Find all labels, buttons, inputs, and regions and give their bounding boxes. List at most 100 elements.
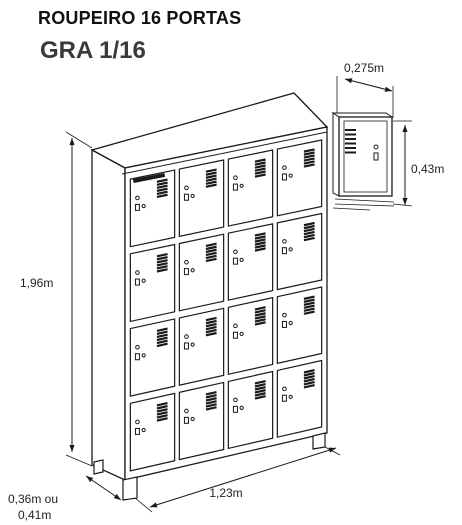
lock-cylinder: [190, 416, 195, 422]
depth-dimension: [85, 475, 122, 501]
cabinet-front: [124, 126, 328, 481]
vent-slot: [254, 232, 266, 237]
arrowhead: [69, 138, 75, 145]
locker-door: [129, 243, 176, 323]
vent-slot: [303, 298, 315, 303]
detail-lock-hole: [373, 144, 379, 150]
vent-slot: [303, 384, 315, 389]
lock-cylinder: [239, 405, 244, 410]
door-handle: [183, 416, 189, 424]
vent-slot: [303, 381, 315, 386]
vent-slot: [205, 177, 217, 182]
foot-back-left: [93, 459, 104, 475]
vent-slot: [303, 236, 315, 242]
detail-door-frame: [343, 120, 388, 193]
lock-cylinder: [190, 193, 195, 199]
lock-hole: [282, 386, 287, 392]
door-handle: [183, 268, 189, 276]
vent-slot: [156, 411, 168, 416]
locker-door: [227, 370, 274, 450]
lock-cylinder: [141, 203, 146, 209]
vent-slot: [156, 181, 168, 186]
door-panel: [276, 139, 323, 217]
vent-slot: [254, 235, 266, 240]
arrowhead: [69, 445, 75, 452]
locker-door: [178, 159, 225, 238]
foot-front-left: [122, 476, 138, 501]
model-code: GRA 1/16: [40, 37, 146, 64]
vent-slot: [303, 307, 315, 312]
vent-slot: [205, 242, 217, 248]
detail-shelf: [334, 198, 395, 203]
arrowhead: [384, 86, 392, 92]
door-panel: [276, 286, 323, 365]
lock-hole: [135, 270, 140, 275]
arrowhead: [150, 502, 158, 508]
detail-shelf-2: [334, 203, 395, 207]
vent-slot: [156, 268, 168, 273]
vent-slot: [254, 164, 266, 169]
door-panel: [129, 243, 176, 323]
door-panel: [227, 223, 274, 301]
vent-slot: [156, 178, 168, 183]
vent-slot: [205, 394, 217, 399]
locker-door: [129, 392, 176, 472]
door-panel: [129, 318, 176, 397]
door-height-ext-bottom: [392, 203, 413, 207]
vent-slot: [205, 328, 217, 334]
vent-slot: [303, 295, 315, 300]
door-handle: [281, 173, 287, 181]
vent-slot: [254, 158, 266, 163]
lock-hole: [282, 239, 287, 244]
lock-cylinder: [288, 247, 293, 252]
dimension-lines: [65, 76, 413, 513]
locker-door: [178, 381, 225, 461]
vent-slot: [303, 148, 315, 153]
width-label: 1,23m: [209, 486, 242, 500]
depth-dimension-line: [85, 475, 122, 501]
door-panel: [276, 359, 323, 438]
vent-slot: [254, 392, 266, 397]
vent-slot: [156, 253, 168, 258]
vent-slot: [156, 193, 168, 199]
vent-slot: [205, 248, 217, 254]
lock-cylinder: [141, 353, 146, 358]
vent-slot: [254, 318, 266, 323]
vent-slot: [254, 306, 266, 311]
lock-cylinder: [190, 268, 195, 273]
arrowhead: [402, 198, 408, 205]
foot-front-right: [312, 432, 326, 450]
vent-slot: [254, 389, 266, 394]
locker-door: [227, 149, 274, 227]
vent-slot: [254, 238, 266, 243]
top-lip: [121, 131, 328, 175]
vent-slot: [205, 397, 217, 402]
depth-label-line1: 0,36m ou: [8, 492, 58, 506]
lock-cylinder: [239, 257, 244, 262]
door-grid: [129, 139, 323, 472]
door-detail: [331, 112, 395, 211]
door-handle: [134, 278, 140, 286]
door-handle: [232, 405, 238, 413]
vent-slot: [254, 380, 266, 385]
arrowhead: [113, 493, 121, 500]
vent-slot: [205, 325, 217, 331]
width-dimension-line: [149, 447, 337, 508]
depth-label-line2: 0,41m: [18, 508, 51, 522]
door-panel: [129, 392, 176, 472]
vent-slot: [156, 405, 168, 410]
height-label: 1,96m: [20, 276, 53, 290]
vent-slot: [205, 403, 217, 408]
vent-slot: [156, 408, 168, 413]
vent-slot: [303, 224, 315, 230]
lock-hole: [282, 165, 287, 170]
vent-slot: [205, 168, 217, 173]
lock-hole: [233, 175, 238, 181]
door-panel: [178, 307, 225, 386]
door-height-dimension: [402, 125, 408, 205]
vent-slot: [303, 230, 315, 236]
lock-hole: [184, 334, 189, 339]
vent-slot: [254, 161, 266, 166]
vent-slot: [303, 221, 315, 227]
vent-slot: [156, 187, 168, 192]
